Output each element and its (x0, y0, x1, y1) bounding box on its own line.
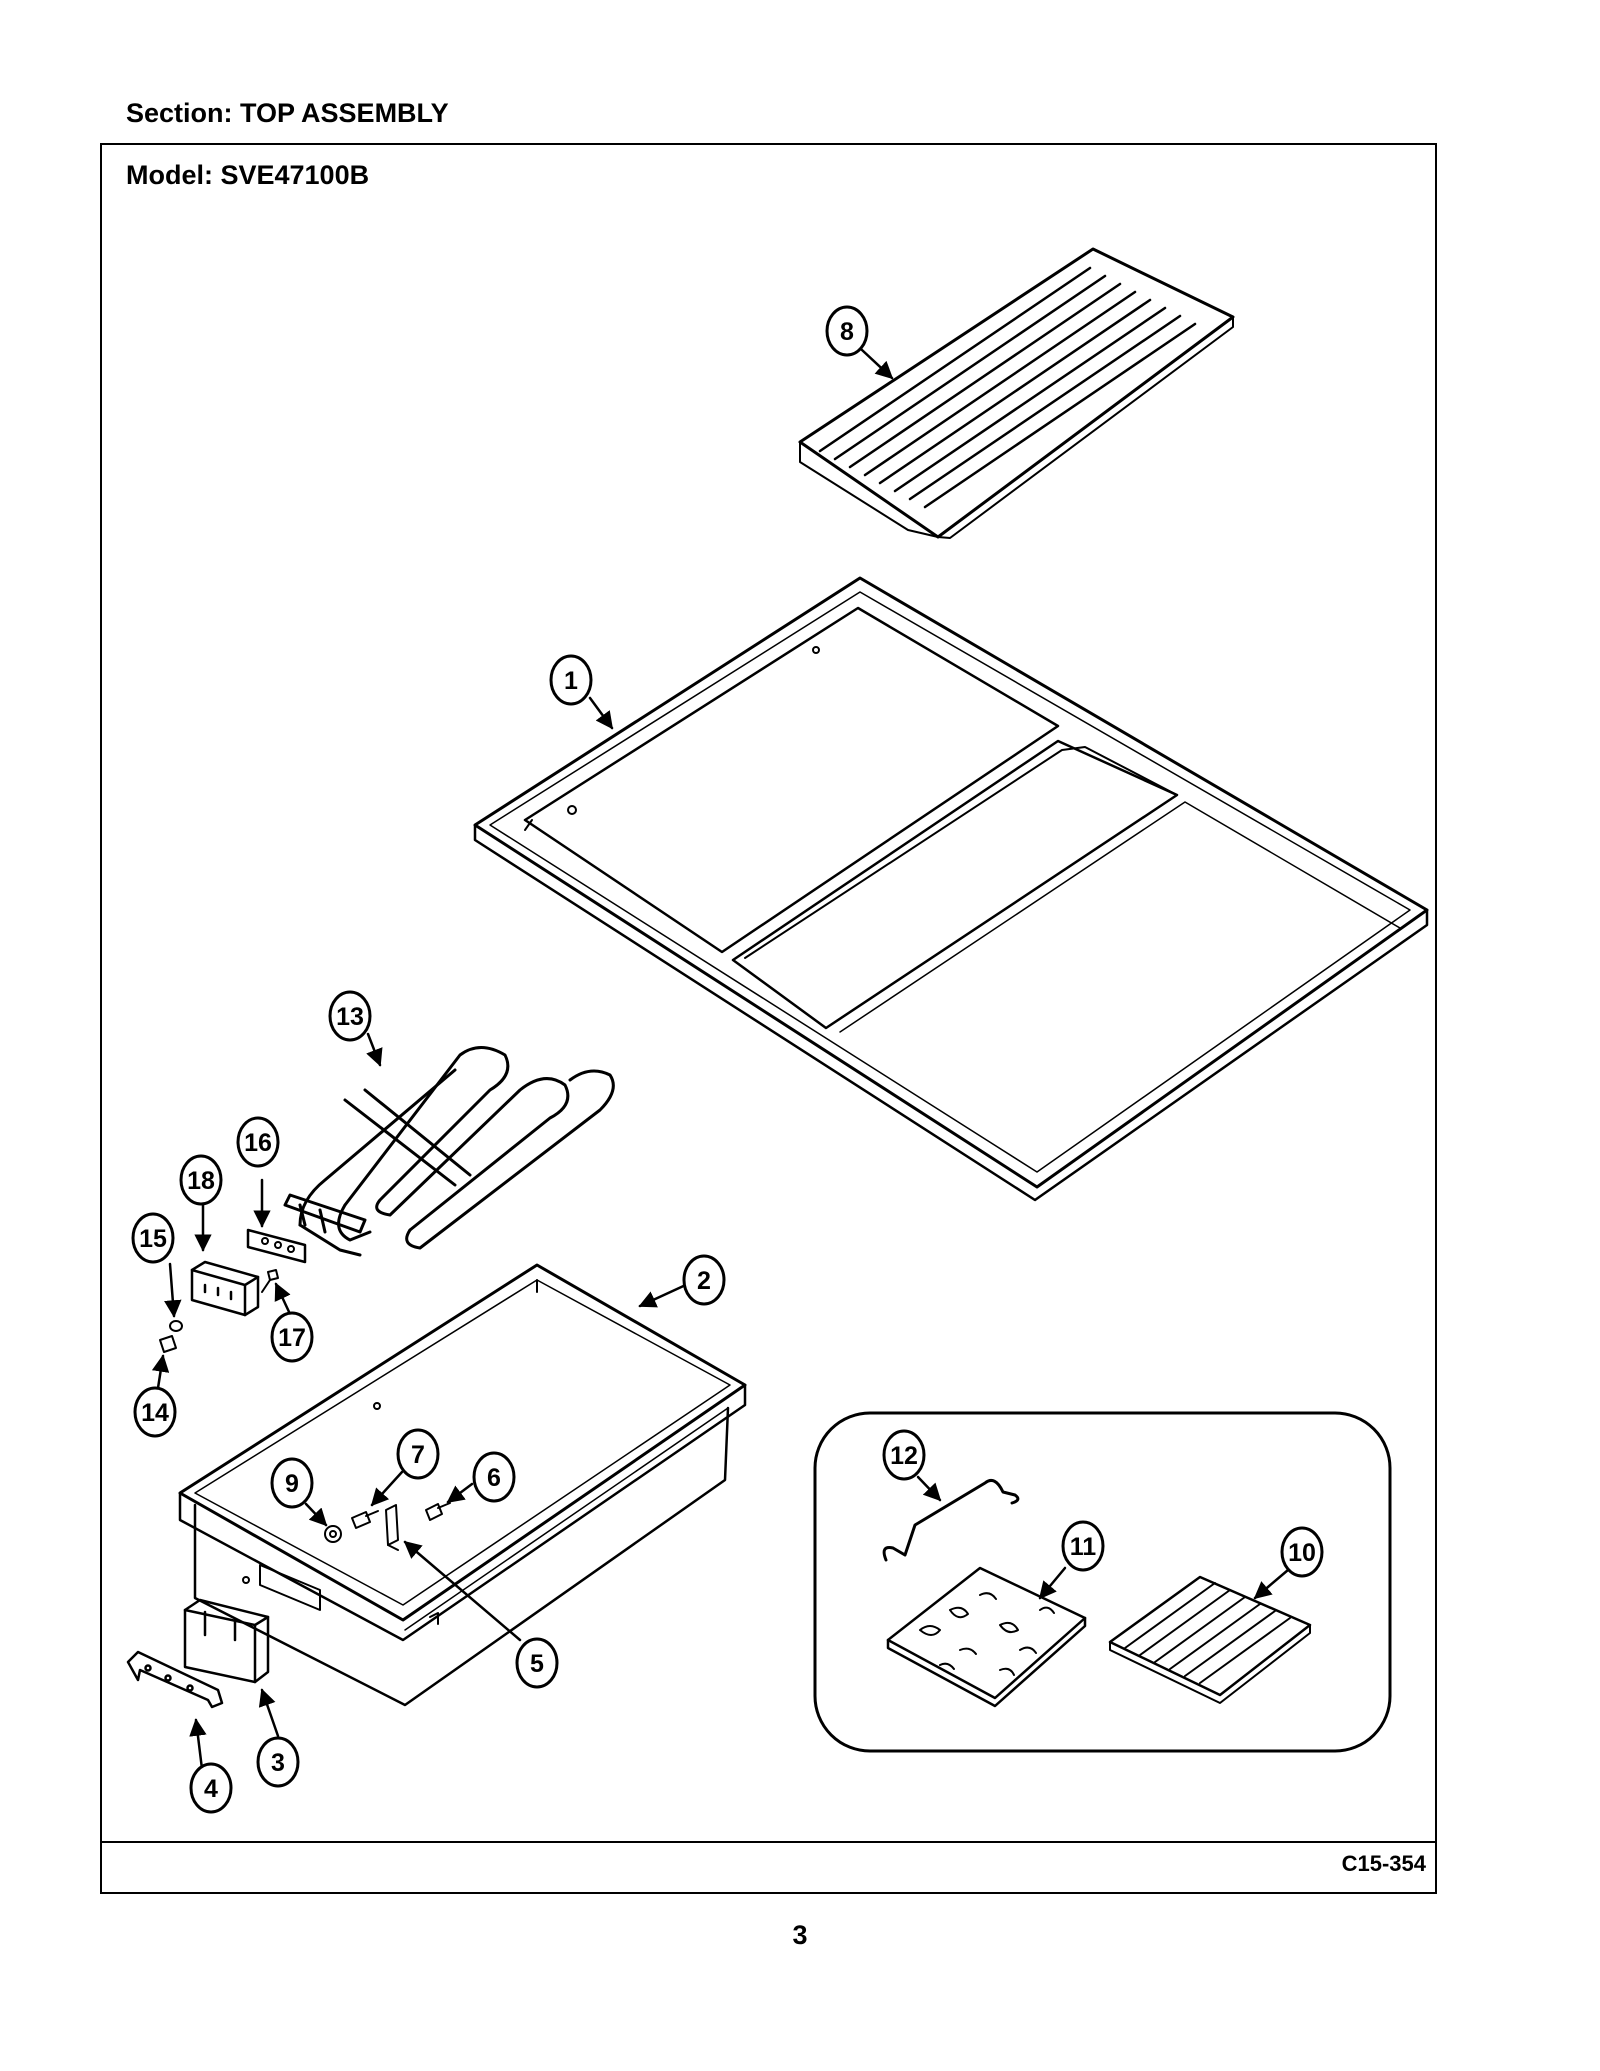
callout-11: 11 (1061, 1520, 1105, 1572)
callout-12: 12 (882, 1429, 926, 1481)
callout-number: 10 (1288, 1539, 1316, 1567)
callout-circle (1061, 1520, 1105, 1572)
callout-number: 18 (187, 1167, 215, 1195)
part-4-mounting-bracket (126, 1650, 224, 1709)
callout-number: 15 (139, 1225, 167, 1253)
callout-circle (189, 1762, 233, 1814)
part-16-terminal-plate (246, 1228, 307, 1264)
part-3-switch-housing (183, 1598, 270, 1684)
callout-5: 5 (515, 1637, 559, 1689)
part-1-cooktop-top (473, 576, 1429, 1202)
accessory-inset-box (813, 1411, 1392, 1753)
callout-circle (256, 1736, 300, 1788)
callout-number: 3 (271, 1749, 285, 1777)
part-10-grate (1108, 1575, 1312, 1704)
part-11-lava-rock-pan (886, 1566, 1087, 1708)
part-17-screw (261, 1269, 279, 1293)
callout-16: 16 (236, 1116, 280, 1168)
part-15-nut (169, 1320, 183, 1332)
callout-number: 7 (411, 1441, 425, 1469)
callout-3: 3 (256, 1736, 300, 1788)
callout-number: 14 (141, 1399, 169, 1427)
callout-circle (515, 1637, 559, 1689)
callout-6: 6 (472, 1451, 516, 1503)
callout-2: 2 (682, 1254, 726, 1306)
diagram-frame (100, 143, 1437, 1894)
part-13-heating-element (283, 1046, 615, 1257)
part-8-grill-cover (798, 247, 1235, 539)
part-14-clip (159, 1335, 177, 1353)
callout-9: 9 (270, 1457, 314, 1509)
callout-circle (270, 1457, 314, 1509)
callout-10: 10 (1280, 1526, 1324, 1578)
callout-number: 17 (278, 1324, 306, 1352)
callout-number: 12 (890, 1442, 918, 1470)
callout-number: 16 (244, 1129, 272, 1157)
part-12-wire-handle (882, 1479, 1020, 1562)
callout-number: 5 (530, 1650, 544, 1678)
drawing-code: C15-354 (1341, 1851, 1426, 1876)
callout-4: 4 (189, 1762, 233, 1814)
callout-number: 9 (285, 1470, 299, 1498)
callout-circle (549, 654, 593, 706)
callout-circle (682, 1254, 726, 1306)
callout-number: 1 (564, 667, 578, 695)
callout-number: 11 (1070, 1533, 1097, 1561)
callout-circle (882, 1429, 926, 1481)
part-6-screw (425, 1502, 451, 1521)
callout-circle (825, 305, 869, 357)
callout-number: 13 (336, 1003, 364, 1031)
footer-divider (100, 1841, 1437, 1843)
part-7-screw (351, 1510, 379, 1529)
callout-circle (396, 1428, 440, 1480)
callout-14: 14 (133, 1386, 177, 1438)
part-18-terminal-block (190, 1260, 260, 1317)
callout-circle (328, 990, 372, 1042)
callout-circle (236, 1116, 280, 1168)
callout-circle (133, 1386, 177, 1438)
page-number: 3 (792, 1920, 808, 1950)
part-2-drip-pan (178, 1263, 747, 1707)
callout-15: 15 (131, 1212, 175, 1264)
callout-number: 6 (487, 1464, 501, 1492)
callout-18: 18 (179, 1154, 223, 1206)
callout-circle (131, 1212, 175, 1264)
callout-17: 17 (270, 1311, 314, 1363)
callout-circle (179, 1154, 223, 1206)
model-title: Model: SVE47100B (126, 160, 370, 190)
part-9-washer (324, 1525, 342, 1543)
callout-13: 13 (328, 990, 372, 1042)
part-5-bracket (385, 1504, 399, 1551)
callout-leaders (151, 348, 1290, 1771)
callout-circle (472, 1451, 516, 1503)
callout-number: 2 (697, 1267, 711, 1295)
callout-circle (270, 1311, 314, 1363)
callout-1: 1 (549, 654, 593, 706)
callout-7: 7 (396, 1428, 440, 1480)
callout-circle (1280, 1526, 1324, 1578)
section-title: Section: TOP ASSEMBLY (126, 98, 449, 128)
callout-number: 8 (840, 318, 854, 346)
callout-8: 8 (825, 305, 869, 357)
callout-number: 4 (204, 1775, 218, 1803)
